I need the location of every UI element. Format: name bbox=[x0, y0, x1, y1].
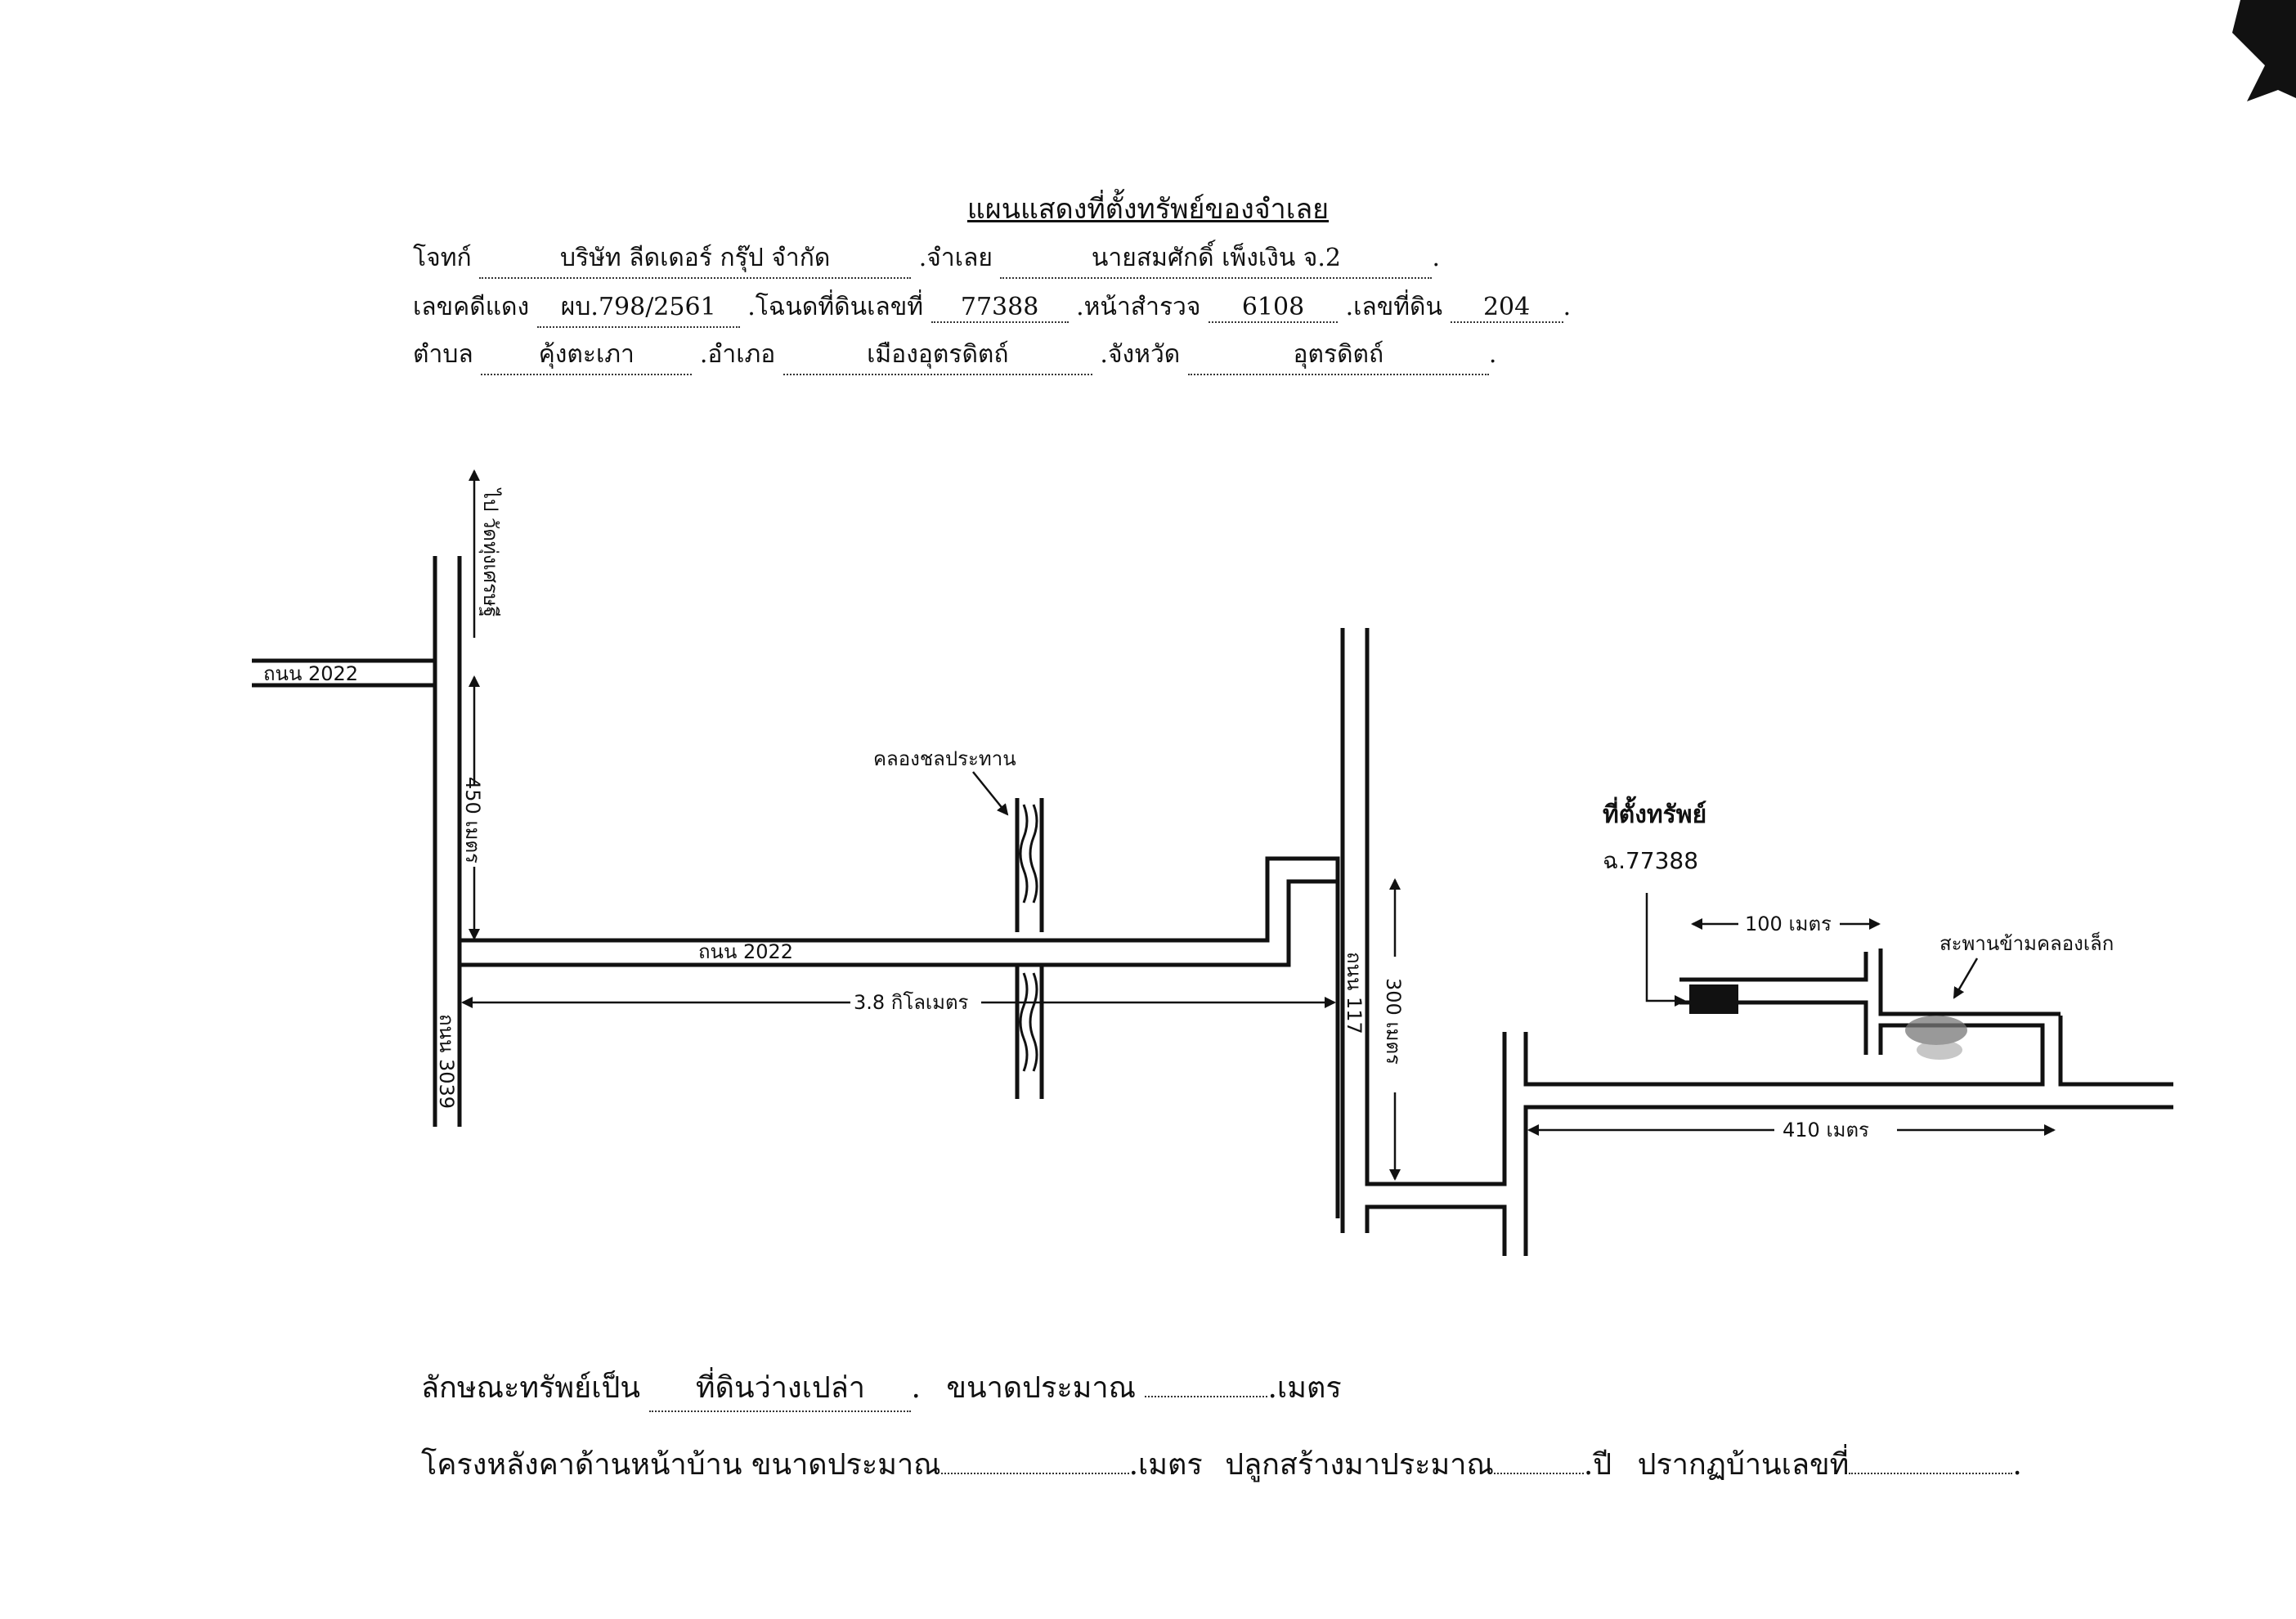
footer-line-1: ลักษณะทรัพย์เป็น ที่ดินว่างเปล่า. ขนาดปร… bbox=[421, 1364, 1342, 1412]
built-value bbox=[1493, 1473, 1584, 1474]
label-dist-3-8: 3.8 กิโลเมตร bbox=[854, 991, 969, 1014]
label-road-117: ถนน 117 bbox=[1343, 952, 1365, 1034]
road-east-lower-edge bbox=[1523, 1105, 2173, 1256]
size-value bbox=[1145, 1396, 1268, 1397]
property-type-label: ลักษณะทรัพย์เป็น bbox=[421, 1371, 640, 1405]
district-value: เมืองอุตรดิตถ์ bbox=[783, 335, 1092, 375]
label-dist-100: 100 เมตร bbox=[1745, 913, 1832, 935]
property-type-value: ที่ดินว่างเปล่า bbox=[649, 1364, 912, 1412]
size-label: ขนาดประมาณ bbox=[946, 1371, 1137, 1405]
label-road-3039: ถนน 3039 bbox=[435, 1014, 458, 1109]
deed-label: .โฉนดที่ดินเลขที่ bbox=[747, 293, 924, 321]
built-unit: .ปี bbox=[1583, 1448, 1612, 1482]
province-value: อุตรดิตถ์ bbox=[1187, 335, 1489, 375]
roof-size-label: โครงหลังคาด้านหน้าบ้าน ขนาดประมาณ bbox=[421, 1448, 941, 1482]
document-title: แผนแสดงที่ตั้งทรัพย์ของจำเลย bbox=[966, 193, 1330, 226]
built-label: ปลูกสร้างมาประมาณ bbox=[1225, 1448, 1494, 1482]
district-label: .อำเภอ bbox=[699, 340, 776, 369]
roof-size-unit: .เมตร bbox=[1128, 1448, 1203, 1482]
plaintiff-label: โจทก์ bbox=[413, 244, 472, 272]
land-label: .เลขที่ดิน bbox=[1345, 293, 1443, 321]
defendant-value: นายสมศักดิ์ เพ็งเงิน จ.2 bbox=[1000, 239, 1433, 279]
house-no-value bbox=[1849, 1473, 2013, 1474]
canal-pointer bbox=[972, 771, 1009, 816]
subdistrict-value: คุ้งตะเภา bbox=[481, 335, 693, 375]
road-117-right-edge bbox=[1365, 628, 1507, 1186]
lane-to-property-upper bbox=[1679, 952, 1868, 982]
label-property-deed: ฉ.77388 bbox=[1603, 847, 1698, 874]
label-road-2022-main: ถนน 2022 bbox=[698, 940, 793, 963]
bridge-marker bbox=[1905, 1016, 1967, 1045]
canal-waves bbox=[1019, 804, 1038, 1072]
road-east-far-edge bbox=[2058, 1016, 2173, 1087]
header-row-case: เลขคดีแดง ผบ.798/2561 .โฉนดที่ดินเลขที่ … bbox=[413, 288, 1571, 328]
label-to-wat: ไป วัดทุ่งเศรษฐี bbox=[478, 487, 502, 617]
house-no-label: ปรากฏบ้านเลขที่ bbox=[1637, 1448, 1850, 1482]
plaintiff-value: บริษัท ลีดเดอร์ กรุ๊ป จำกัด bbox=[479, 239, 912, 279]
province-label: .จังหวัด bbox=[1100, 340, 1181, 369]
survey-value: 6108 bbox=[1209, 293, 1339, 323]
lane-to-property-lower bbox=[1679, 1000, 1868, 1055]
size-unit: .เมตร bbox=[1267, 1371, 1342, 1405]
property-pointer bbox=[1645, 893, 1686, 1007]
roof-size-value bbox=[940, 1473, 1129, 1474]
scan-smudge bbox=[2232, 0, 2296, 101]
bridge-marker-shadow bbox=[1917, 1040, 1962, 1060]
land-value: 204 bbox=[1450, 293, 1563, 323]
label-canal: คลองชลประทาน bbox=[873, 747, 1016, 770]
label-property-title: ที่ตั้งทรัพย์ bbox=[1603, 796, 1706, 829]
defendant-label: .จำเลย bbox=[918, 244, 993, 272]
road-east-upper-edge bbox=[1523, 1023, 2045, 1087]
road-2022-main-upper-edge bbox=[460, 856, 1340, 1218]
property-plot-marker bbox=[1689, 984, 1738, 1014]
case-value: ผบ.798/2561 bbox=[536, 288, 740, 328]
label-road-2022-top: ถนน 2022 bbox=[263, 662, 358, 685]
bridge-pointer bbox=[1953, 957, 1979, 999]
case-label: เลขคดีแดง bbox=[413, 293, 530, 321]
label-dist-300: 300 เมตร bbox=[1382, 978, 1405, 1065]
road-117-lower-branch bbox=[1365, 1204, 1507, 1256]
survey-label: .หน้าสำรวจ bbox=[1076, 293, 1201, 321]
subdistrict-label: ตำบล bbox=[413, 340, 473, 369]
header-row-parties: โจทก์ บริษัท ลีดเดอร์ กรุ๊ป จำกัด .จำเลย… bbox=[413, 239, 1440, 279]
header-row-location: ตำบล คุ้งตะเภา .อำเภอ เมืองอุตรดิตถ์ .จั… bbox=[413, 335, 1496, 375]
road-2022-main-lower-edge bbox=[460, 879, 1338, 967]
label-bridge: สะพานข้ามคลองเล็ก bbox=[1939, 931, 2114, 955]
deed-value: 77388 bbox=[931, 293, 1069, 323]
label-dist-410: 410 เมตร bbox=[1783, 1119, 1869, 1141]
footer-line-2: โครงหลังคาด้านหน้าบ้าน ขนาดประมาณ .เมตร ป… bbox=[421, 1448, 2022, 1482]
lane-east-vertical bbox=[1878, 949, 2061, 1016]
label-dist-450: 450 เมตร bbox=[461, 777, 484, 863]
